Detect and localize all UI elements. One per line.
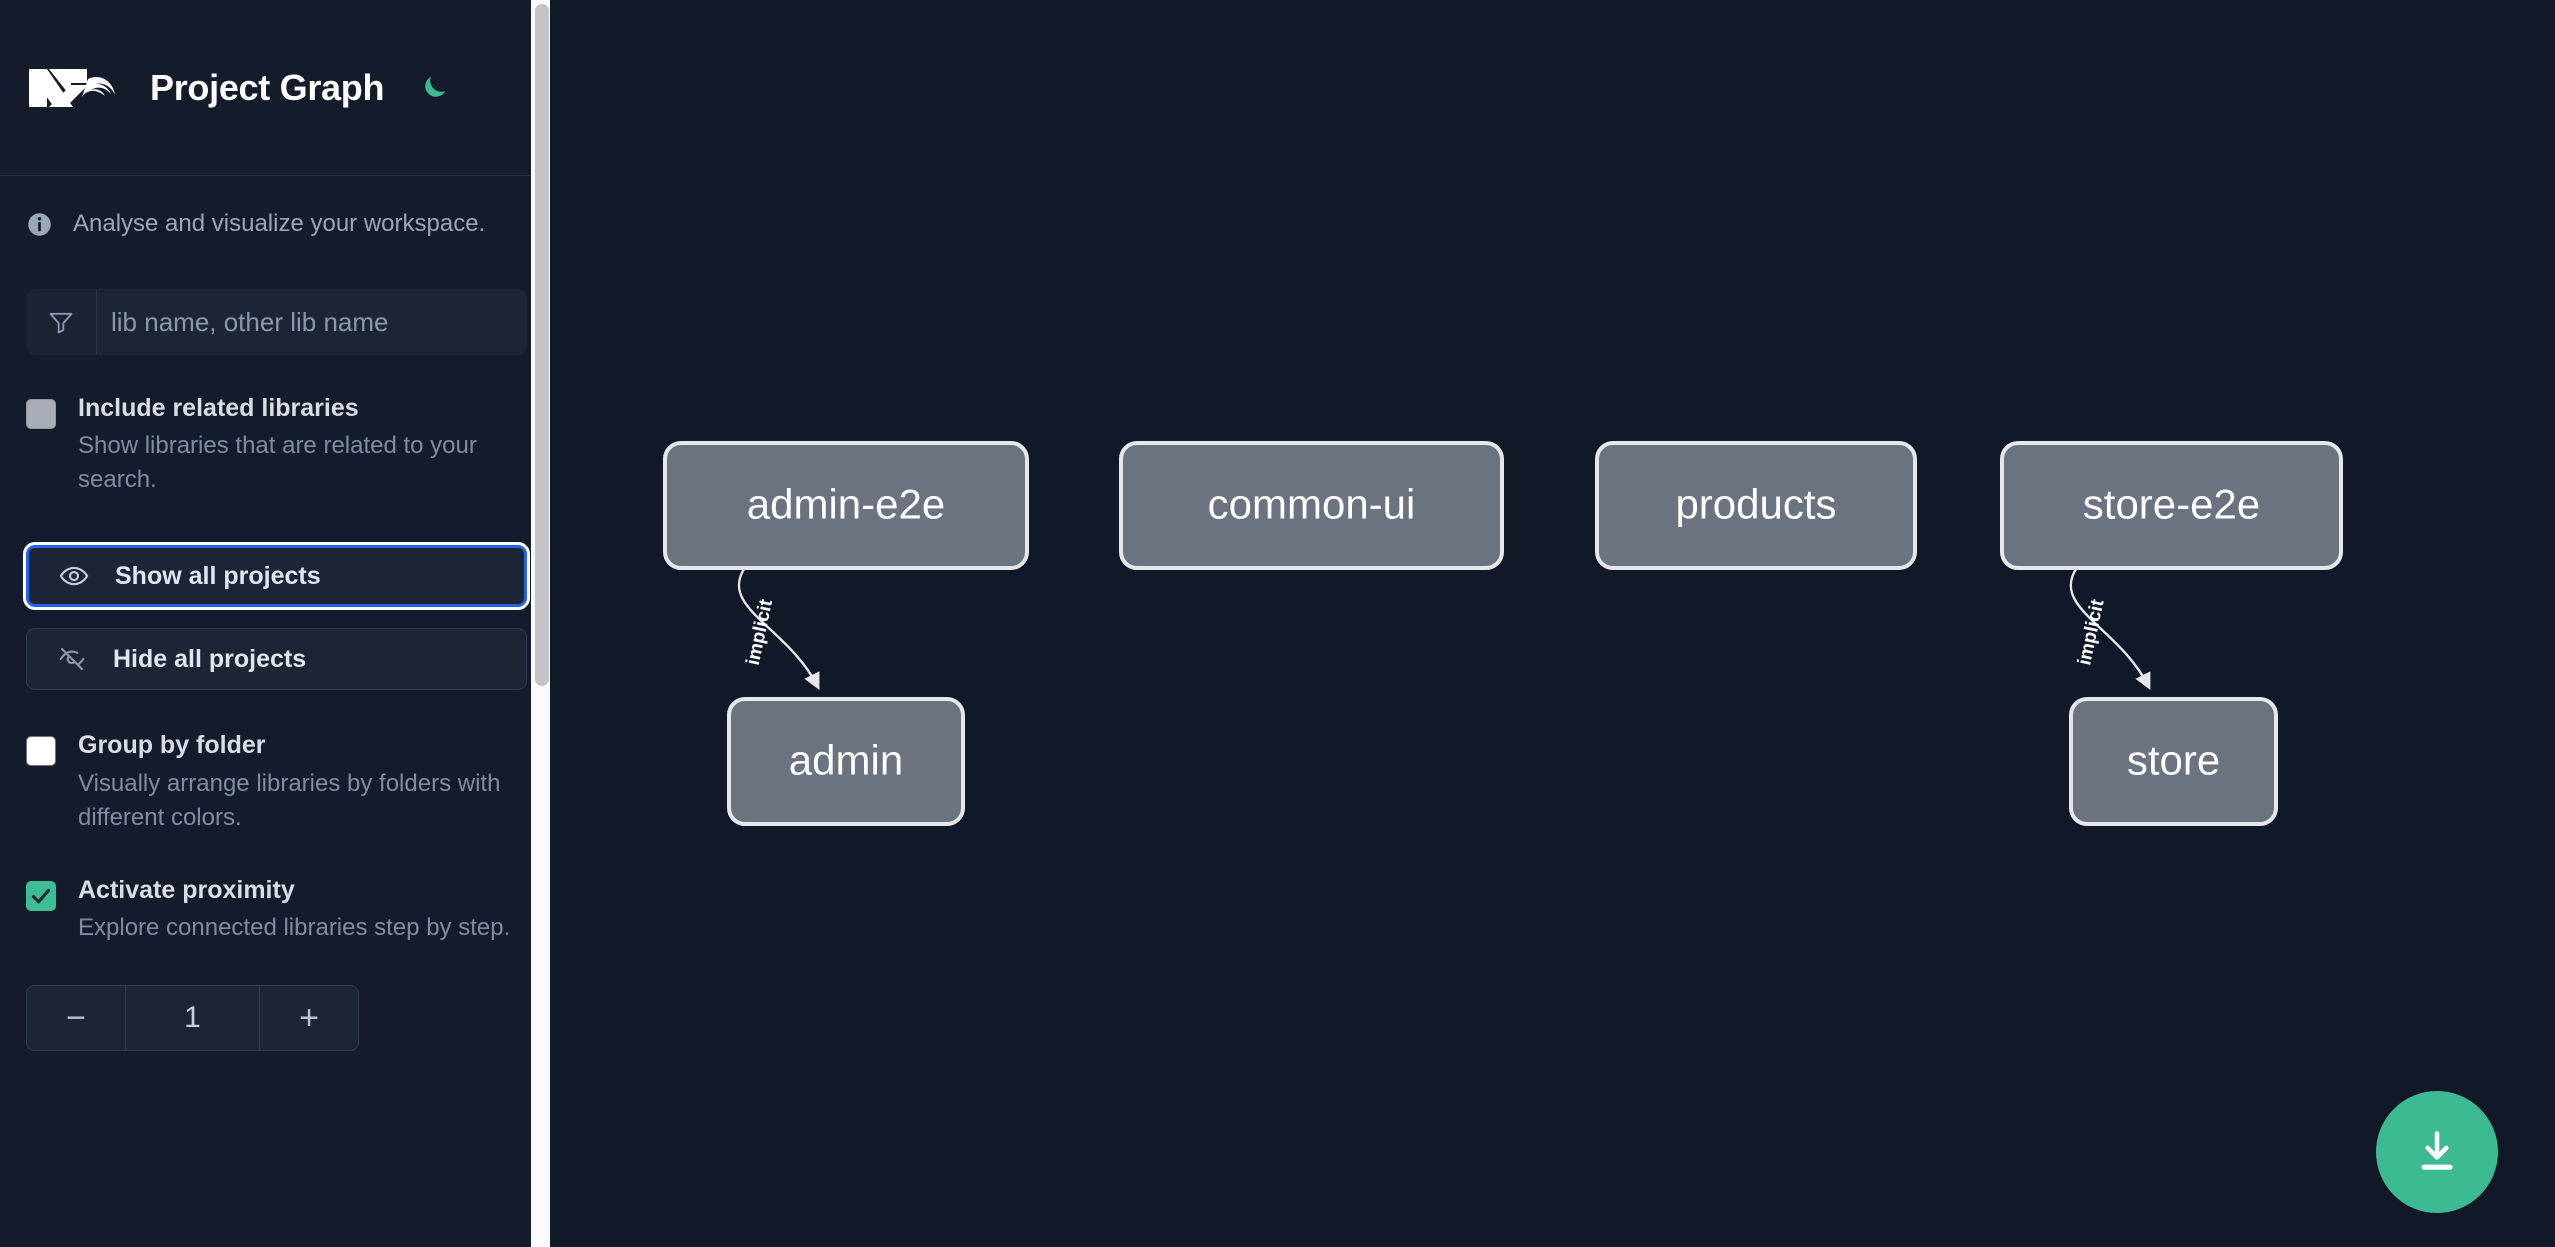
proximity-increment-button[interactable]: + (259, 986, 358, 1051)
sidebar-header: Project Graph (0, 0, 553, 176)
search-input[interactable] (97, 289, 527, 355)
graph-node-label: products (1675, 481, 1836, 528)
graph-node[interactable]: store-e2e (2000, 441, 2343, 570)
option-group-by-folder[interactable]: Group by folder Visually arrange librari… (0, 730, 553, 834)
graph-node-label: common-ui (1208, 481, 1416, 528)
graph-node[interactable]: store (2069, 697, 2278, 826)
graph-nodes[interactable]: admin-e2e common-ui products store-e2e admin… (663, 441, 2343, 826)
graph-edge (2069, 567, 2151, 691)
graph-node[interactable]: products (1595, 441, 1917, 570)
download-button[interactable] (2376, 1091, 2498, 1213)
graph-node-box[interactable] (2069, 697, 2278, 826)
sidebar: Project Graph Analyse and visualize yo (0, 0, 553, 1247)
hide-all-projects-label: Hide all projects (113, 644, 307, 673)
graph-node-box[interactable] (1595, 441, 1917, 570)
graph-edge (737, 567, 820, 691)
info-circle-icon (26, 211, 53, 238)
option-description: Explore connected libraries step by step… (78, 914, 511, 942)
graph-node-box[interactable] (2000, 441, 2343, 570)
proximity-decrement-button[interactable]: − (27, 986, 126, 1051)
filter-funnel-icon (26, 289, 97, 355)
option-include-related-libraries[interactable]: Include related libraries Show libraries… (0, 393, 553, 497)
download-icon (2421, 1131, 2453, 1170)
eye-slash-icon (53, 640, 91, 678)
nx-logo-icon (26, 61, 122, 115)
proximity-value: 1 (184, 1001, 201, 1035)
graph-node[interactable]: common-ui (1119, 441, 1504, 570)
option-label: Group by folder (78, 731, 266, 760)
graph-node-label: admin-e2e (747, 481, 945, 528)
sidebar-scrollbar-thumb[interactable] (535, 4, 549, 686)
group-by-folder-checkbox[interactable] (26, 736, 56, 767)
workspace-info-text: Analyse and visualize your workspace. (73, 210, 486, 237)
option-label: Activate proximity (78, 875, 295, 904)
show-all-projects-button[interactable]: Show all projects (26, 545, 527, 608)
graph-node-label: store-e2e (2083, 481, 2260, 528)
option-description: Visually arrange libraries by folders wi… (78, 769, 501, 831)
option-description: Show libraries that are related to your … (78, 432, 477, 494)
option-label: Include related libraries (78, 394, 359, 422)
graph-node-box[interactable] (1119, 441, 1504, 570)
workspace-info: Analyse and visualize your workspace. (0, 176, 553, 238)
proximity-stepper: − 1 + (0, 985, 553, 1052)
activate-proximity-checkbox[interactable] (26, 880, 56, 911)
search-field[interactable] (26, 289, 527, 355)
visibility-buttons: Show all projects Hide all projects (0, 545, 553, 691)
option-activate-proximity[interactable]: Activate proximity Explore connected lib… (0, 875, 553, 945)
hide-all-projects-button[interactable]: Hide all projects (26, 628, 527, 691)
eye-icon (55, 557, 93, 595)
moon-icon[interactable] (412, 66, 456, 110)
graph-node[interactable]: admin (727, 697, 965, 826)
include-related-libraries-checkbox[interactable] (26, 399, 56, 429)
sidebar-edge (550, 0, 553, 1247)
graph-node-label: store (2127, 737, 2220, 784)
graph-node-label: admin (789, 737, 903, 784)
graph-node-box[interactable] (727, 697, 965, 826)
sidebar-scrollbar[interactable] (531, 0, 553, 1247)
graph-node-box[interactable] (663, 441, 1029, 570)
graph-node[interactable]: admin-e2e (663, 441, 1029, 570)
app-title: Project Graph (150, 66, 385, 108)
show-all-projects-label: Show all projects (115, 561, 321, 590)
